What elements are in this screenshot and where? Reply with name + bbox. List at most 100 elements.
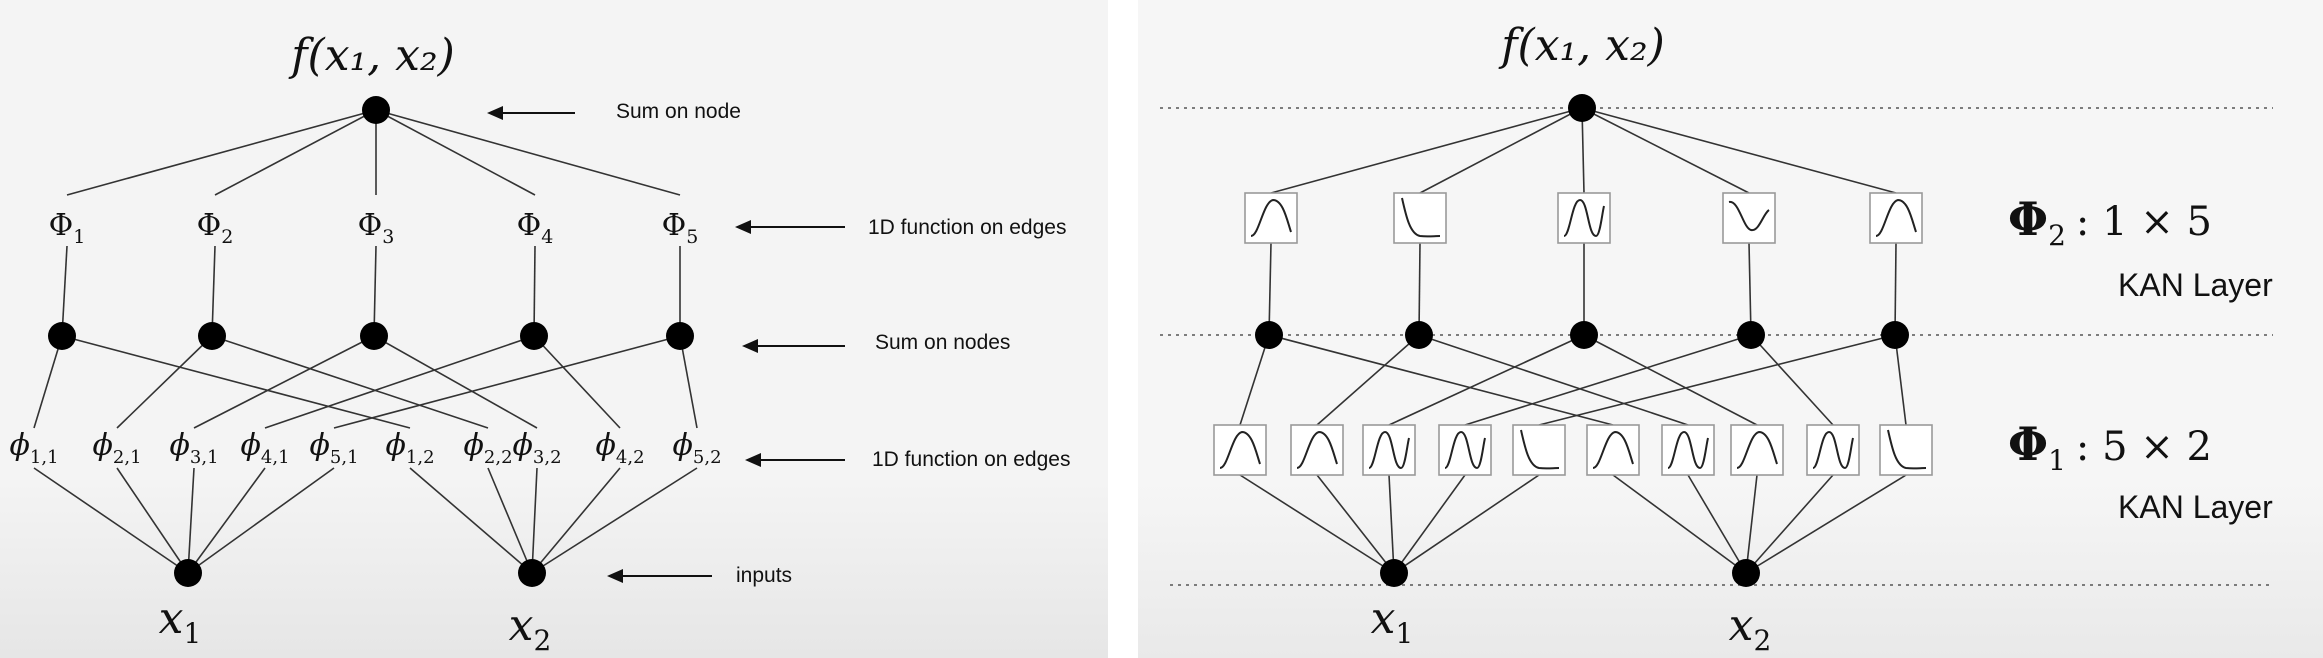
outer-function-label: Φ1 [49, 208, 86, 248]
outer-edge [1268, 242, 1272, 336]
input-node [518, 559, 546, 587]
arrow-head-icon [487, 106, 503, 120]
inner-edge [679, 335, 698, 429]
inner-edge [116, 335, 213, 429]
inner-edge [211, 335, 489, 429]
inner-edge [1538, 334, 1896, 426]
right-edges [1239, 107, 1907, 574]
right-output-label: f(x₁, x₂) [1498, 20, 1665, 71]
hidden-node [360, 322, 388, 350]
left-diagram: f(x₁, x₂) Sum on node 1D function on edg… [9, 30, 1070, 657]
right-layer-separators [1160, 107, 2273, 586]
input-edge [1612, 474, 1747, 574]
output-edge [214, 109, 377, 196]
output-edge [375, 109, 536, 196]
output-edge [1419, 107, 1583, 194]
layer1-shape-label: Φ1: 5 × 2 [2008, 417, 2212, 477]
arrow-head-icon [742, 339, 758, 353]
inner-function-label: ϕ3,1 [169, 428, 218, 468]
inner-function-label: ϕ2,2 [463, 428, 512, 468]
activation-box [1557, 192, 1611, 244]
right-activation-boxes [1213, 192, 1933, 476]
inner-function-label: ϕ3,2 [512, 428, 561, 468]
inner-edge [33, 335, 63, 429]
inner-edge [1583, 334, 1758, 426]
output-edge [1581, 107, 1750, 194]
left-panel-kolmogorov-arnold-network: f(x₁, x₂) Sum on node 1D function on edg… [0, 0, 1108, 658]
outer-function-label: Φ2 [197, 208, 234, 248]
outer-edge [533, 245, 536, 337]
inner-edge [333, 335, 681, 429]
activation-box-frame [1722, 192, 1776, 244]
input-edge [1239, 474, 1395, 574]
input-node [1732, 559, 1760, 587]
inner-edge [1894, 334, 1907, 426]
outer-edge [1748, 242, 1752, 336]
output-edge [1581, 107, 1897, 194]
input-edge [1316, 474, 1395, 574]
activation-box [1393, 192, 1447, 244]
inner-edge [1418, 334, 1689, 426]
left-edges [33, 109, 698, 574]
input-edge [1393, 474, 1540, 574]
inner-edge [264, 335, 535, 429]
right-input-label-x2: x2 [1729, 600, 1772, 657]
hidden-node [1255, 321, 1283, 349]
wave-curve-icon [1444, 430, 1486, 470]
outer-edge [211, 245, 216, 337]
activation-box [1362, 424, 1416, 476]
bump-curve-icon [1875, 198, 1917, 237]
bump-curve-icon [1592, 430, 1634, 469]
bump-curve-icon [1219, 430, 1261, 469]
outer-edge [1894, 242, 1897, 336]
activation-box [1661, 424, 1715, 476]
input-edge [187, 467, 266, 574]
inner-edge [1388, 334, 1585, 426]
input-edge [33, 467, 189, 574]
inner-edge [1750, 334, 1834, 426]
outer-edge [373, 245, 377, 337]
layer2-caption: KAN Layer [2118, 267, 2273, 303]
bump-curve-icon [1250, 198, 1292, 237]
annotation-sum-on-nodes: Sum on nodes [875, 331, 1010, 354]
outer-function-label: Φ5 [662, 208, 699, 248]
input-edge [487, 467, 533, 574]
arrow-head-icon [745, 453, 761, 467]
activation-box [1512, 424, 1566, 476]
bump-curve-icon [1736, 430, 1778, 469]
input-edge [1745, 474, 1907, 574]
input-edge [187, 467, 335, 574]
activation-box [1244, 192, 1298, 244]
left-inner-function-labels: ϕ1,1 ϕ2,1 ϕ3,1 ϕ4,1 ϕ5,1 ϕ1,2 ϕ2,2 ϕ3,2 … [9, 428, 721, 468]
inner-function-label: ϕ5,2 [672, 428, 721, 468]
inner-edge [1316, 334, 1420, 426]
activation-box [1869, 192, 1923, 244]
outer-edge [1418, 242, 1421, 336]
inner-edge [61, 335, 411, 429]
right-panel-kan-layers: f(x₁, x₂) Φ2: 1 × 5 KAN Layer Φ1: 5 × 2 … [1138, 0, 2323, 658]
left-input-label-x1: x1 [159, 593, 202, 650]
panel-divider [1108, 0, 1138, 658]
layer1-caption: KAN Layer [2118, 489, 2273, 525]
hidden-node [1570, 321, 1598, 349]
activation-box [1438, 424, 1492, 476]
bump-dip-curve-icon [1728, 201, 1770, 232]
arrow-head-icon [735, 220, 751, 234]
outer-edge [61, 245, 68, 337]
decay-curve-icon [1887, 429, 1927, 470]
activation-box [1722, 192, 1776, 244]
inner-function-label: ϕ1,1 [9, 428, 58, 468]
output-edge [1270, 107, 1583, 194]
arrow-head-icon [607, 569, 623, 583]
input-edge [531, 467, 621, 574]
wave-curve-icon [1812, 430, 1854, 470]
input-node [174, 559, 202, 587]
annotation-1d-function-on-edges-bottom: 1D function on edges [872, 448, 1070, 471]
activation-box [1586, 424, 1640, 476]
activation-box [1213, 424, 1267, 476]
input-edge [409, 467, 533, 574]
input-edge [531, 467, 538, 574]
outer-function-label: Φ4 [517, 208, 554, 248]
activation-box [1879, 424, 1933, 476]
hidden-node [1881, 321, 1909, 349]
